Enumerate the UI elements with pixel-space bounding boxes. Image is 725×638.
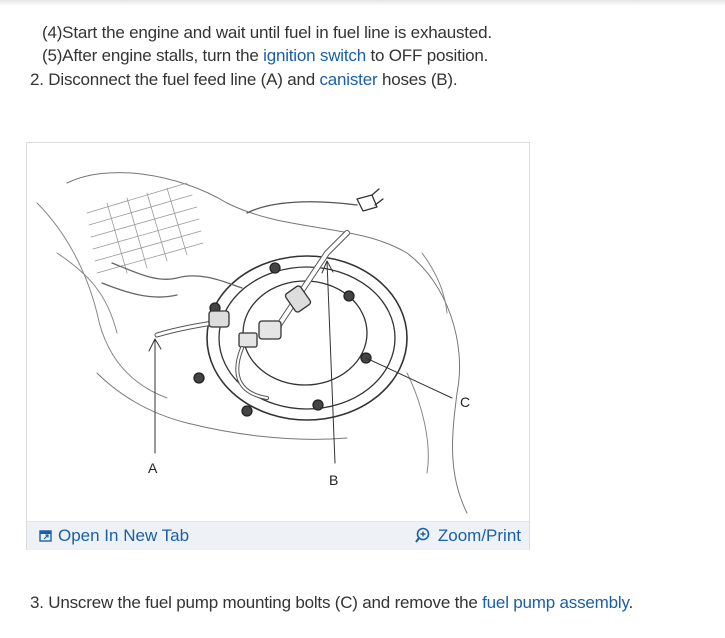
step-2-text-after: hoses (B). [377,70,458,89]
figure-panel: A B C Open In New Tab Zoom/Print [26,142,530,550]
step-3-text-before: 3. Unscrew the fuel pump mounting bolts … [30,593,483,612]
fuel-pump-diagram[interactable]: A B C [27,143,529,521]
open-in-new-tab-button[interactable]: Open In New Tab [39,526,189,546]
open-in-new-tab-icon [39,530,52,542]
top-shadow [0,0,725,6]
step-2-text: 2. Disconnect the fuel feed line (A) and… [30,69,458,91]
open-in-new-tab-label: Open In New Tab [58,526,190,545]
fuel-pump-assembly-link[interactable]: fuel pump assembly [482,593,629,612]
step-3-text-after: . [628,593,634,612]
step-5-text-before: (5)After engine stalls, turn the [42,46,264,65]
zoom-print-button[interactable]: Zoom/Print [415,526,521,546]
step-5-text-after: to OFF position. [365,46,489,65]
figure-footer: Open In New Tab Zoom/Print [27,521,529,550]
step-4-label: (4)Start the engine and wait until fuel … [42,23,492,42]
callout-a: A [148,460,158,476]
ignition-switch-link[interactable]: ignition switch [263,46,366,65]
step-3-text: 3. Unscrew the fuel pump mounting bolts … [30,592,633,614]
callout-b: B [329,472,338,488]
zoom-print-label: Zoom/Print [437,526,521,545]
zoom-in-icon [415,527,430,543]
step-5-text: (5)After engine stalls, turn the ignitio… [42,45,488,67]
callout-c: C [460,394,470,410]
canister-link[interactable]: canister [319,70,378,89]
step-4-text: (4)Start the engine and wait until fuel … [42,22,492,44]
step-2-text-before: 2. Disconnect the fuel feed line (A) and [30,70,320,89]
